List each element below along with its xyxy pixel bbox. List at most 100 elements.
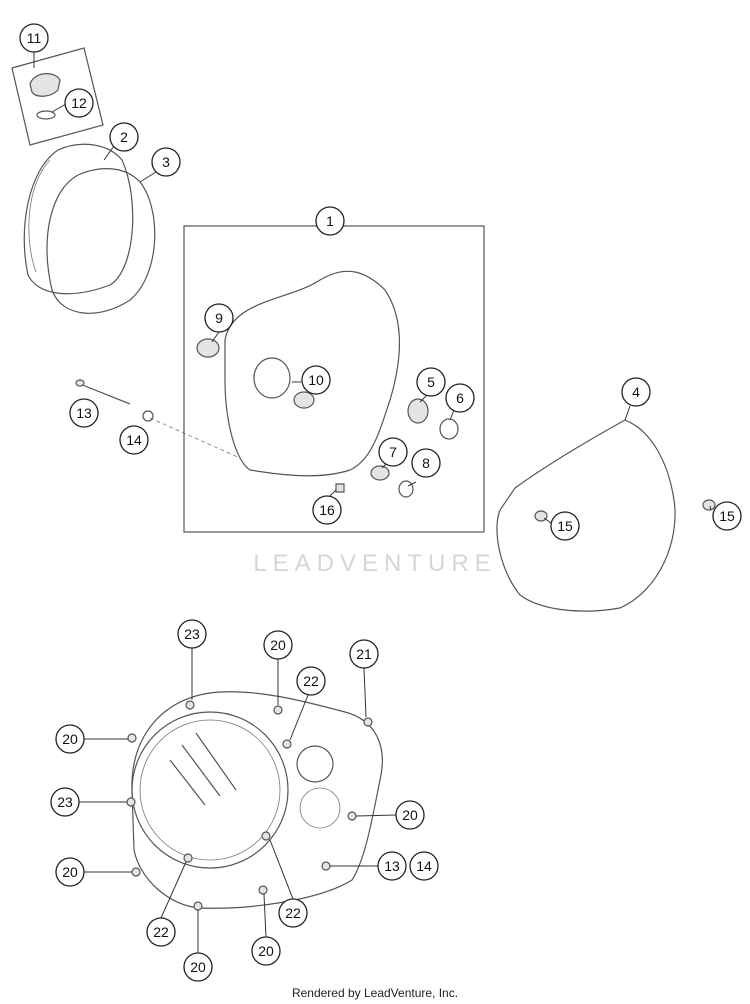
callout-13-lower: 13: [377, 851, 407, 881]
svg-text:23: 23: [184, 626, 200, 642]
svg-text:23: 23: [57, 794, 73, 810]
bolt-head-22-top: [282, 739, 292, 749]
footer-credit: Rendered by LeadVenture, Inc.: [291, 986, 459, 1000]
outer-clutch-cover: [23, 143, 134, 295]
bolt-head-13: [321, 861, 331, 871]
svg-text:15: 15: [719, 508, 735, 524]
callout-20-top: 20: [263, 630, 293, 660]
callout-20-bottom: 20: [183, 952, 213, 982]
pump-cover: [296, 745, 334, 783]
clutch-cover-dome-inner: [139, 719, 281, 861]
bolt-head-20-bottom: [193, 901, 203, 911]
plug-16: [335, 483, 345, 493]
callout-14-lower: 14: [409, 851, 439, 881]
svg-text:22: 22: [153, 924, 169, 940]
callout-12: 12: [64, 88, 94, 118]
cap-assembly-box: [11, 47, 104, 146]
callout-15-left: 15: [550, 511, 580, 541]
svg-text:4: 4: [632, 384, 640, 400]
bearing-10: [293, 391, 315, 409]
bolt-head-22-mid: [261, 831, 271, 841]
vent-slot-1: [169, 759, 206, 806]
callout-4: 4: [621, 377, 651, 407]
svg-text:1: 1: [326, 213, 334, 229]
callout-22-lower-right: 22: [278, 898, 308, 928]
bolt-head-20-top: [273, 705, 283, 715]
bolt-13-shaft: [79, 383, 131, 405]
callout-13: 13: [69, 398, 99, 428]
shaft-seal-5: [407, 398, 429, 424]
callout-22-lower-left: 22: [146, 917, 176, 947]
callout-11: 11: [19, 23, 49, 53]
watermark: LEADVENTURE: [253, 550, 496, 577]
callout-6: 6: [445, 383, 475, 413]
svg-text:6: 6: [456, 390, 464, 406]
bolt-head-20-lower-left: [131, 867, 141, 877]
callout-20-lower-left: 20: [55, 857, 85, 887]
outer-cover-gasket: [46, 168, 156, 314]
callout-21: 21: [349, 639, 379, 669]
callout-23-left: 23: [50, 787, 80, 817]
svg-text:2: 2: [120, 129, 128, 145]
pump-housing: [299, 787, 341, 829]
callout-2: 2: [109, 122, 139, 152]
vent-slot-2: [181, 744, 221, 797]
svg-text:9: 9: [215, 310, 223, 326]
dowel-15-right: [702, 499, 716, 511]
circlip-6: [439, 418, 459, 440]
svg-text:22: 22: [303, 673, 319, 689]
outer-cover-rim: [28, 159, 51, 273]
svg-text:16: 16: [319, 502, 335, 518]
bolt-axis-line: [149, 417, 241, 459]
bolt-head-20-bottom-right: [258, 885, 268, 895]
bolt-head-23-left: [126, 797, 136, 807]
callout-3: 3: [151, 147, 181, 177]
svg-text:20: 20: [62, 731, 78, 747]
svg-text:8: 8: [422, 455, 430, 471]
assembled-clutch-cover: [131, 691, 383, 909]
svg-text:20: 20: [258, 943, 274, 959]
callout-1: 1: [315, 206, 345, 236]
dowel-15-left: [534, 510, 548, 522]
svg-text:20: 20: [62, 864, 78, 880]
bolt-head-23-top: [185, 700, 195, 710]
clutch-cover-gasket: [496, 419, 676, 612]
clutch-cover-dome: [131, 711, 289, 869]
washer-14: [142, 410, 154, 422]
svg-text:5: 5: [427, 374, 435, 390]
clutch-cover: [224, 270, 401, 477]
callout-20-right: 20: [395, 800, 425, 830]
svg-text:14: 14: [416, 858, 432, 874]
svg-text:13: 13: [76, 405, 92, 421]
bolt-head-20-left: [127, 733, 137, 743]
svg-text:20: 20: [190, 959, 206, 975]
circlip-8: [398, 480, 414, 498]
callout-8: 8: [411, 448, 441, 478]
callout-10: 10: [301, 365, 331, 395]
seal-9: [196, 338, 220, 358]
callout-20-left: 20: [55, 724, 85, 754]
vent-slot-3: [195, 732, 237, 791]
callout-5: 5: [416, 367, 446, 397]
oil-filler-cap: [29, 73, 61, 97]
callout-7: 7: [378, 437, 408, 467]
bolt-head-22-lower: [183, 853, 193, 863]
seal-7: [370, 465, 390, 481]
svg-text:21: 21: [356, 646, 372, 662]
svg-text:20: 20: [270, 637, 286, 653]
svg-text:3: 3: [162, 154, 170, 170]
svg-text:11: 11: [27, 30, 42, 46]
callout-9: 9: [204, 303, 234, 333]
svg-text:7: 7: [389, 444, 397, 460]
svg-text:15: 15: [557, 518, 573, 534]
bolt-head-21: [363, 717, 373, 727]
callout-14: 14: [119, 425, 149, 455]
svg-text:20: 20: [402, 807, 418, 823]
o-ring-12: [36, 110, 56, 120]
svg-text:13: 13: [384, 858, 400, 874]
svg-text:12: 12: [71, 95, 87, 111]
bolt-13-head: [75, 379, 85, 387]
callout-15-right: 15: [712, 501, 742, 531]
callout-20-bottom-right: 20: [251, 936, 281, 966]
